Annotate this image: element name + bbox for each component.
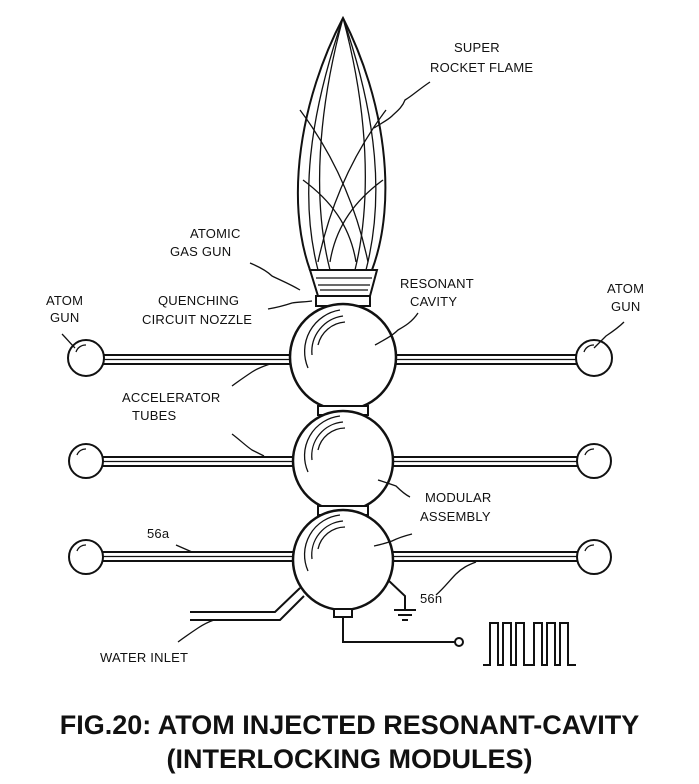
water-inlet-pipe xyxy=(190,587,305,621)
label-atomic-gas-gun-line2: GAS GUN xyxy=(170,244,231,259)
ground-icon xyxy=(387,579,416,621)
label-water-inlet: WATER INLET xyxy=(100,650,188,665)
atom-gun-left-middle xyxy=(68,443,104,479)
resonant-cavity-sphere-middle xyxy=(291,409,395,513)
atom-gun-left-bottom xyxy=(68,539,104,575)
pulse-waveform-icon xyxy=(483,622,576,666)
label-super-rocket-flame-line1: SUPER xyxy=(454,40,500,55)
label-atom-gun-left-line2: GUN xyxy=(50,310,80,325)
atomic-gas-gun xyxy=(308,269,379,297)
label-accelerator-tubes-line1: ACCELERATOR xyxy=(122,390,221,405)
label-atom-gun-right-line2: GUN xyxy=(611,299,641,314)
atom-gun-right-middle xyxy=(576,443,612,479)
electrical-terminal xyxy=(333,608,464,647)
label-tube-56a: 56a xyxy=(147,526,170,541)
label-atomic-gas-gun-line1: ATOMIC xyxy=(190,226,241,241)
label-resonant-cavity-line1: RESONANT xyxy=(400,276,474,291)
caption-line1: FIG.20: ATOM INJECTED RESONANT-CAVITY xyxy=(60,710,640,740)
atom-gun-right-top xyxy=(575,339,613,377)
leader-lines xyxy=(61,81,625,643)
label-atom-gun-left-line1: ATOM xyxy=(46,293,83,308)
resonant-cavity-sphere-bottom xyxy=(291,508,395,612)
label-atom-gun-right-line1: ATOM xyxy=(607,281,644,296)
label-accelerator-tubes-line2: TUBES xyxy=(132,408,176,423)
caption-line2: (INTERLOCKING MODULES) xyxy=(167,744,533,774)
label-tube-56n: 56n xyxy=(420,591,442,606)
label-modular-assembly-line2: ASSEMBLY xyxy=(420,509,491,524)
label-quenching-line2: CIRCUIT NOZZLE xyxy=(142,312,252,327)
label-super-rocket-flame-line2: ROCKET FLAME xyxy=(430,60,533,75)
resonant-cavity-sphere-top xyxy=(288,302,398,412)
rocket-flame xyxy=(296,15,387,271)
label-resonant-cavity-line2: CAVITY xyxy=(410,294,457,309)
label-modular-assembly-line1: MODULAR xyxy=(425,490,491,505)
label-quenching-line1: QUENCHING xyxy=(158,293,239,308)
atom-gun-left-top xyxy=(67,339,105,377)
atom-gun-right-bottom xyxy=(576,539,612,575)
